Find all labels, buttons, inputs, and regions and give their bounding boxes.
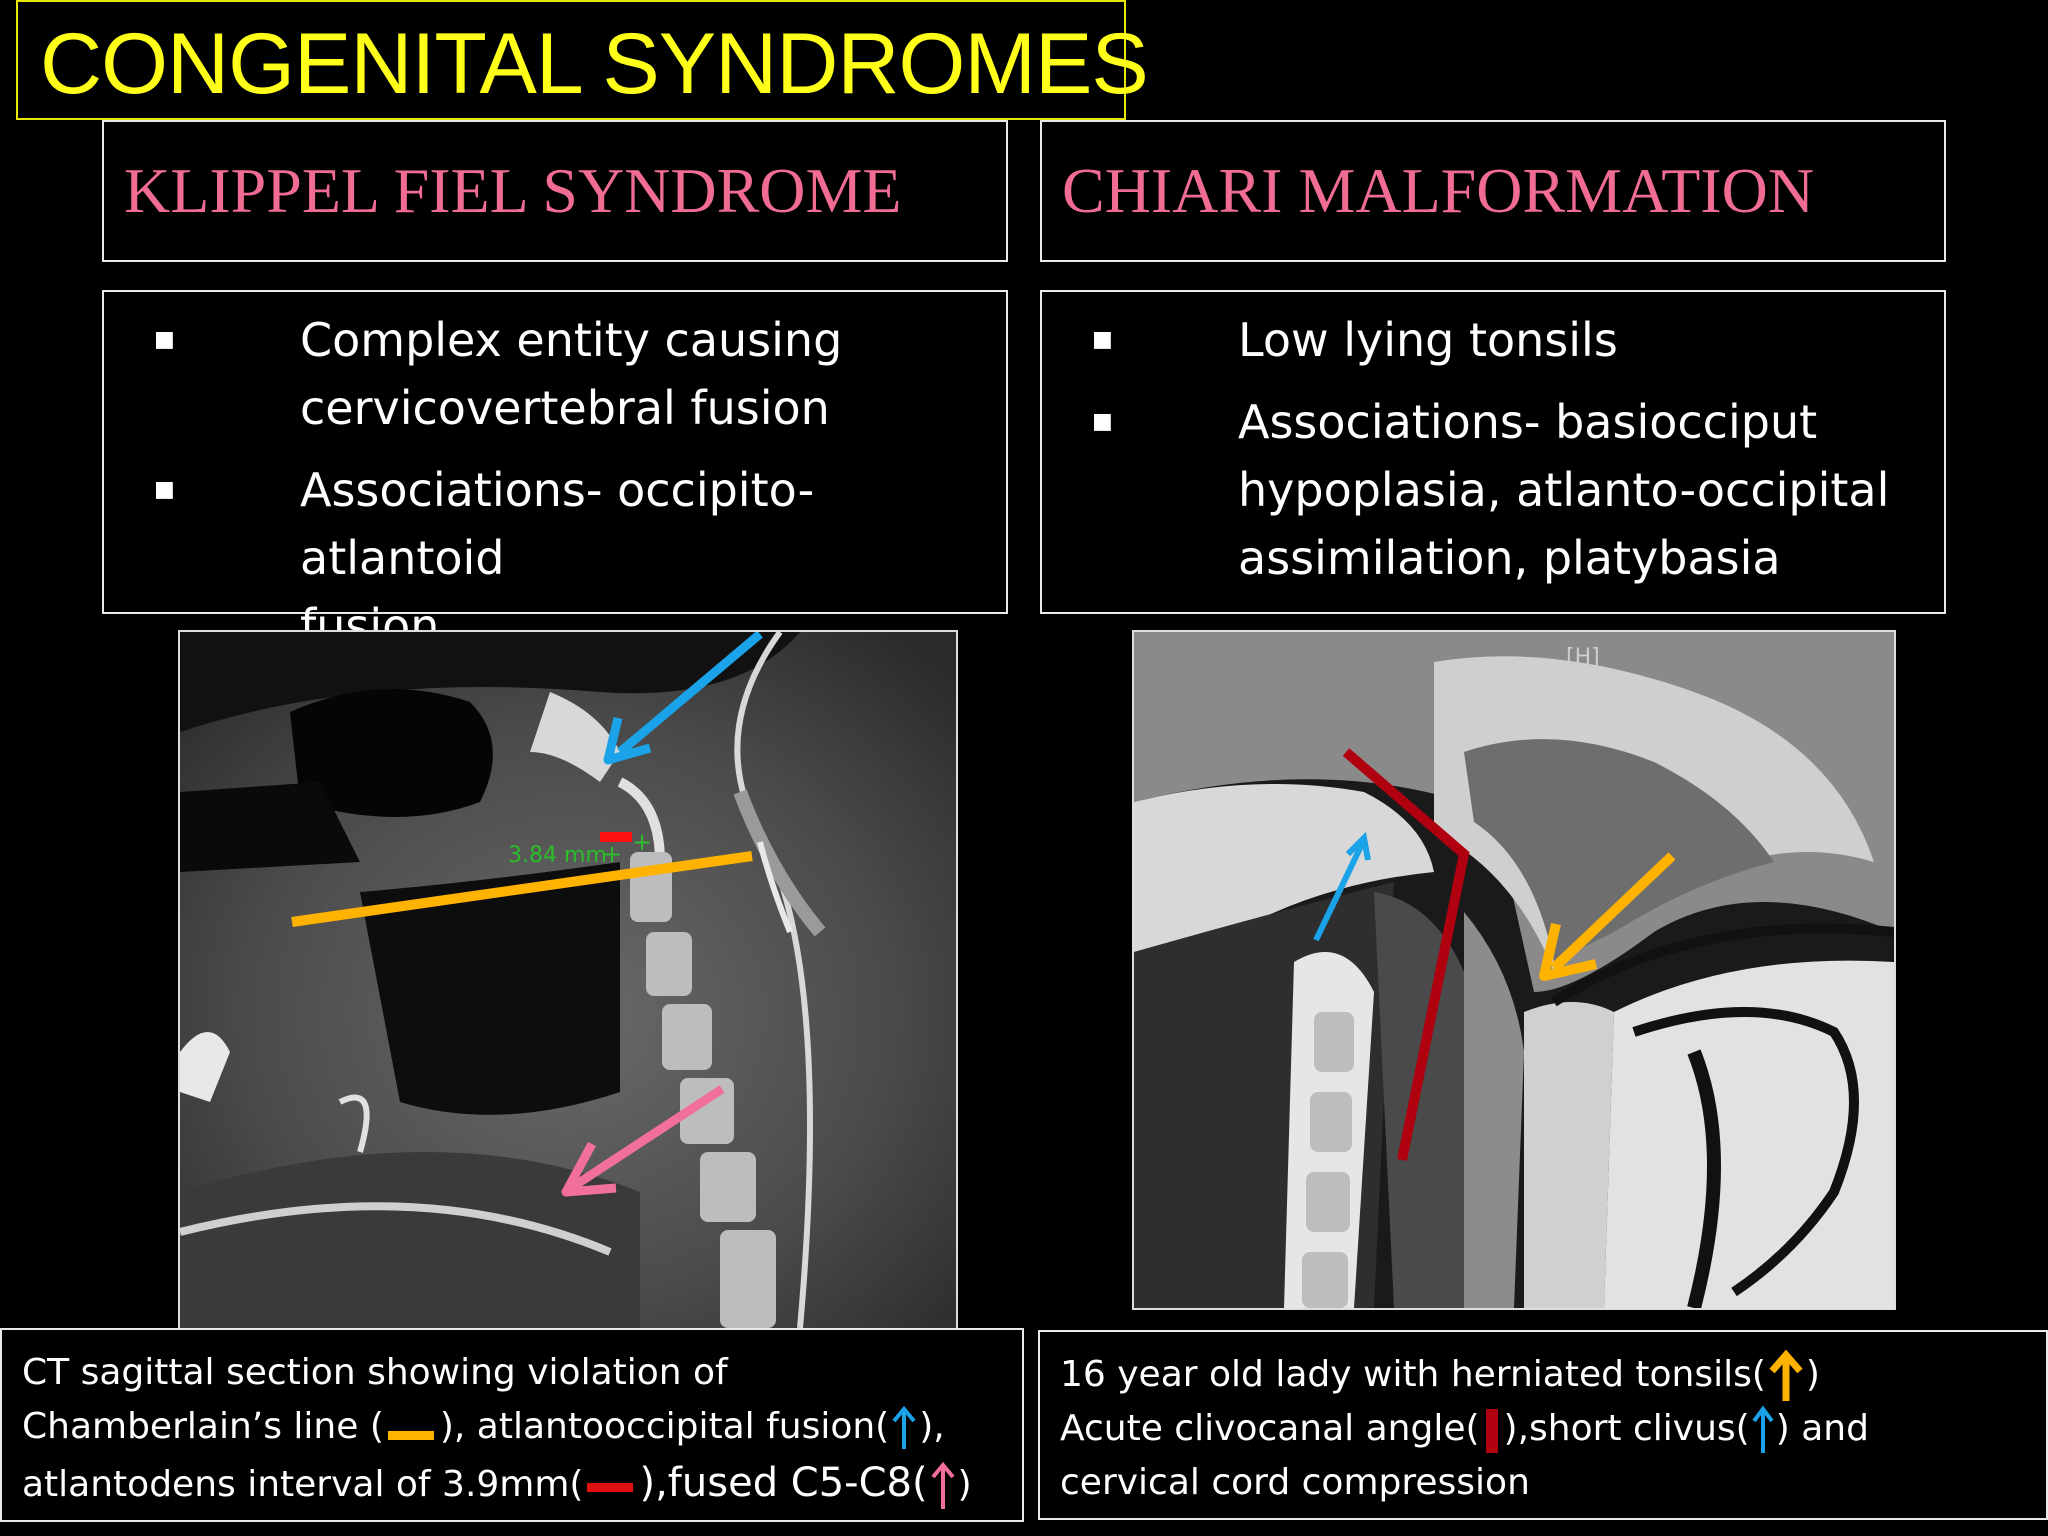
pink-arrow-icon bbox=[571, 1085, 725, 1190]
svg-text:+: + bbox=[602, 840, 622, 868]
caption-text: ),fused C5-C8( bbox=[639, 1460, 928, 1506]
mri-scan-graphic: [H] bbox=[1134, 632, 1894, 1308]
red-bar-icon bbox=[1485, 1409, 1498, 1453]
caption-text: ), bbox=[919, 1406, 945, 1447]
orange-arrow-icon bbox=[1769, 1349, 1803, 1401]
bullet-text-line: Complex entity causing bbox=[300, 313, 843, 367]
caption-text: 16 year old lady with herniated tonsils( bbox=[1060, 1354, 1766, 1395]
caption-text: ), atlantooccipital fusion( bbox=[439, 1406, 890, 1447]
orange-line-icon bbox=[387, 1431, 434, 1440]
left-caption-box: CT sagittal section showing violation of… bbox=[0, 1328, 1024, 1522]
ct-sagittal-image: 3.84 mm + + bbox=[178, 630, 958, 1330]
bullet-text-line: Associations- occipito-atlantoid bbox=[300, 463, 815, 585]
caption-text: Acute clivocanal angle( bbox=[1060, 1408, 1480, 1449]
caption-line: atlantodens interval of 3.9mm( ),fused C5… bbox=[22, 1456, 972, 1512]
right-bullets-box: ■ Low lying tonsils ■ Associations- basi… bbox=[1040, 290, 1946, 614]
mri-sagittal-image: [H] bbox=[1132, 630, 1896, 1310]
bullet-text-line: assimilation, platybasia bbox=[1238, 531, 1781, 585]
pink-arrow-icon bbox=[931, 1461, 955, 1509]
caption-line: 16 year old lady with herniated tonsils(… bbox=[1060, 1348, 1820, 1403]
red-line-icon bbox=[587, 1483, 634, 1492]
left-heading: KLIPPEL FIEL SYNDROME bbox=[124, 155, 902, 226]
atlantodens-interval-marker bbox=[600, 832, 632, 842]
bullet-text-line: Low lying tonsils bbox=[1238, 313, 1618, 367]
bullet-text-line: cervicovertebral fusion bbox=[300, 381, 830, 435]
svg-text:+: + bbox=[632, 828, 652, 856]
caption-text: ) bbox=[957, 1464, 972, 1505]
caption-text: Chamberlain’s line ( bbox=[22, 1406, 384, 1447]
clivocanal-angle-line bbox=[1342, 748, 1470, 1161]
caption-line: cervical cord compression bbox=[1060, 1462, 1530, 1503]
list-item: ■ Complex entity causing cervicovertebra… bbox=[154, 306, 1006, 442]
list-item: ■ Low lying tonsils bbox=[1092, 306, 1889, 374]
square-bullet-icon: ■ bbox=[154, 477, 175, 502]
chamberlain-line bbox=[291, 851, 753, 927]
ct-scan-graphic: 3.84 mm + + bbox=[180, 632, 956, 1328]
right-heading: CHIARI MALFORMATION bbox=[1062, 155, 1815, 226]
caption-text: ),short clivus( bbox=[1503, 1408, 1750, 1449]
caption-text: atlantodens interval of 3.9mm( bbox=[22, 1464, 584, 1505]
square-bullet-icon: ■ bbox=[154, 327, 175, 352]
bullet-text-line: hypoplasia, atlanto-occipital bbox=[1238, 463, 1890, 517]
list-item: ■ Associations- occipito-atlantoid fusio… bbox=[154, 456, 1006, 660]
list-item: ■ Associations- basiocciput hypoplasia, … bbox=[1092, 388, 1889, 592]
left-heading-box: KLIPPEL FIEL SYNDROME bbox=[102, 120, 1008, 262]
square-bullet-icon: ■ bbox=[1092, 327, 1113, 352]
blue-arrow-icon bbox=[1752, 1405, 1774, 1453]
caption-text: ) bbox=[1805, 1354, 1820, 1395]
caption-line: Acute clivocanal angle( ),short clivus( ) … bbox=[1060, 1402, 1869, 1456]
square-bullet-icon: ■ bbox=[1092, 409, 1113, 434]
mri-orientation-tag: [H] bbox=[1566, 645, 1600, 670]
slide-title: CONGENITAL SYNDROMES bbox=[40, 16, 1149, 112]
orange-arrow-icon bbox=[1550, 852, 1676, 972]
blue-arrow-icon bbox=[1313, 842, 1365, 942]
caption-line: Chamberlain’s line ( ), atlantooccipital … bbox=[22, 1400, 945, 1454]
caption-text: ) and bbox=[1775, 1408, 1869, 1449]
left-bullet-list: ■ Complex entity causing cervicovertebra… bbox=[154, 306, 1006, 674]
bullet-text-line: Associations- basiocciput bbox=[1238, 395, 1818, 449]
measurement-label: 3.84 mm bbox=[508, 843, 607, 868]
caption-line: CT sagittal section showing violation of bbox=[22, 1352, 728, 1393]
blue-arrow-icon bbox=[892, 1405, 916, 1449]
right-bullet-list: ■ Low lying tonsils ■ Associations- basi… bbox=[1092, 306, 1889, 606]
blue-arrow-icon bbox=[617, 632, 763, 756]
right-caption-box: 16 year old lady with herniated tonsils(… bbox=[1038, 1330, 2048, 1520]
right-heading-box: CHIARI MALFORMATION bbox=[1040, 120, 1946, 262]
left-bullets-box: ■ Complex entity causing cervicovertebra… bbox=[102, 290, 1008, 653]
title-box: CONGENITAL SYNDROMES bbox=[16, 0, 1149, 120]
